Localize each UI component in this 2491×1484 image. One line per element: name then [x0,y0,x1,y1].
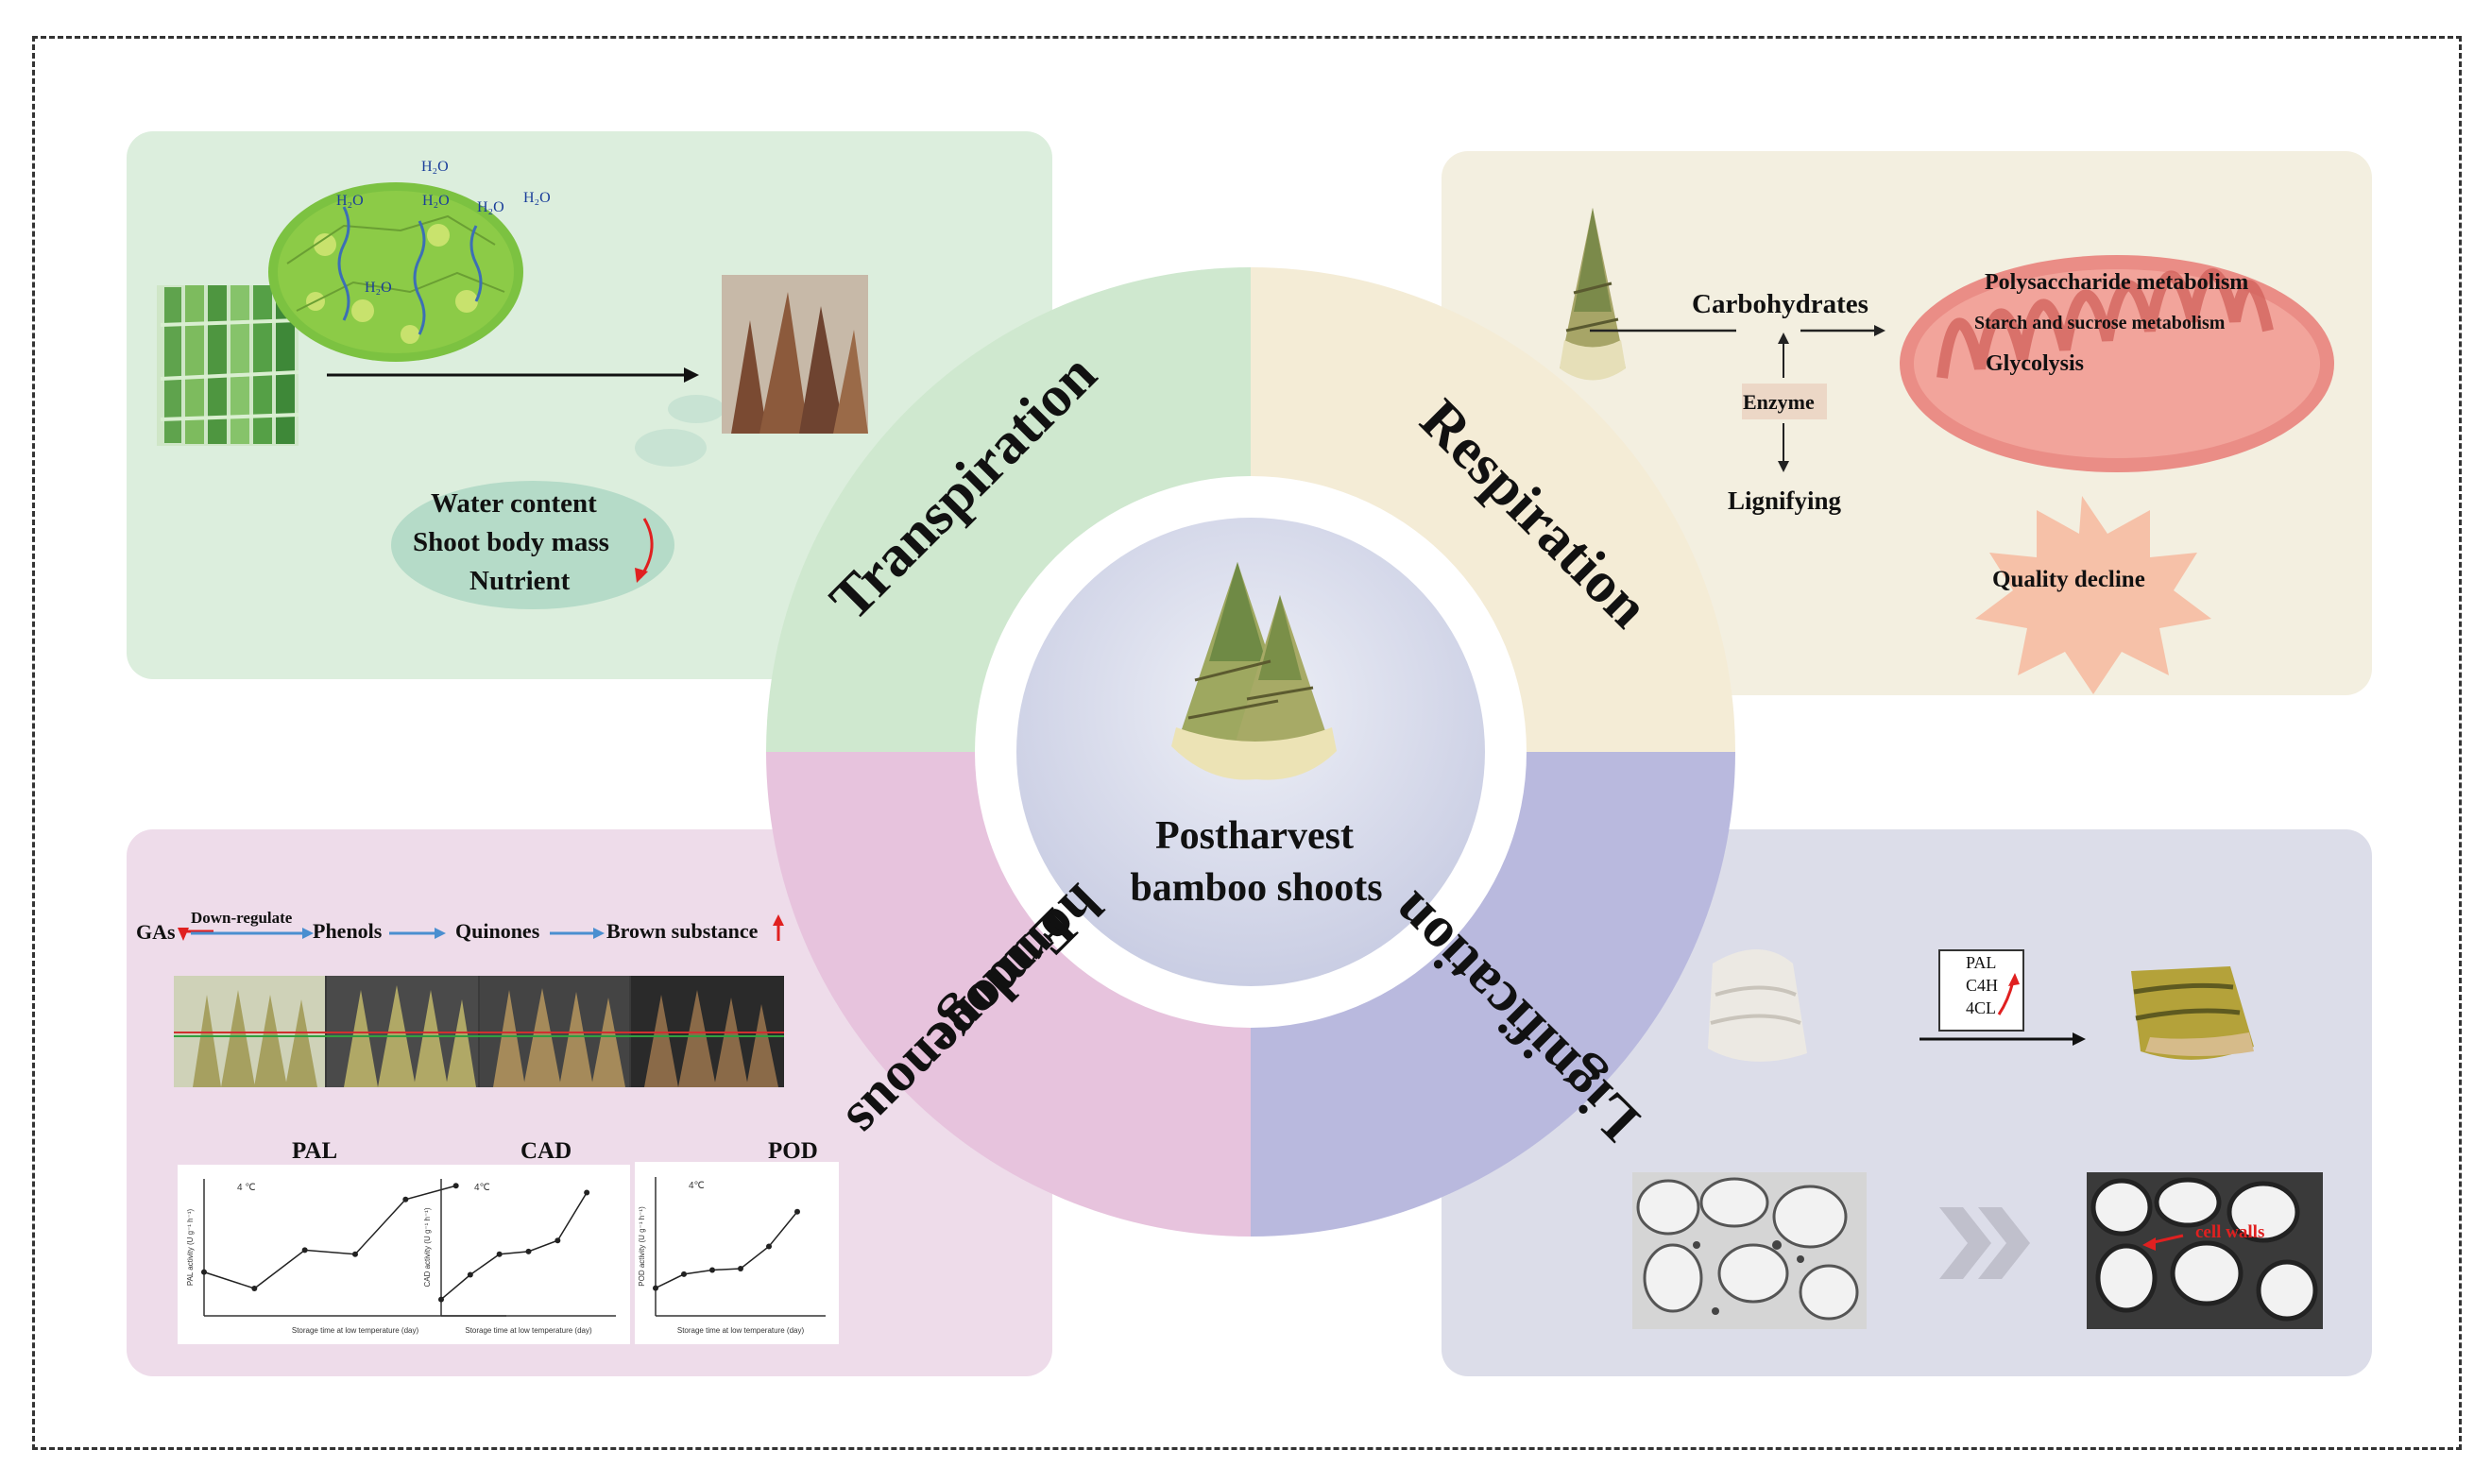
transpiration-illustration: H₂O H₂O H₂O H₂O H₂O H₂O [157,159,868,609]
chart-y-label: POD activity (U g⁻¹ h⁻¹) [638,1206,646,1287]
mitochondrion-image [1900,255,2334,472]
quality-decline-label: Quality decline [1992,567,2145,592]
dashed-frame [32,36,2462,1450]
chart-point [794,1208,800,1215]
chart-x-label: Storage time at low temperature (day) [677,1326,805,1335]
water-content-label: Water content [431,488,597,519]
h2o-label-5: H₂O [523,190,551,206]
chart-point [653,1285,658,1291]
chart-point [496,1251,503,1257]
chart-point [738,1266,743,1272]
micrograph-after-image [2087,1172,2323,1329]
pal-enzyme-label: PAL [1966,953,1997,972]
bamboo-stems-image [157,285,299,446]
chart-point [681,1271,687,1277]
carbohydrates-label: Carbohydrates [1692,289,1868,319]
quality-decline-burst [1975,496,2211,694]
enzyme-label: Enzyme [1743,390,1815,414]
h2o-label-3: H₂O [336,193,364,209]
chart-legend: 4℃ [474,1183,490,1193]
starch-label: Starch and sucrose metabolism [1974,313,2226,333]
chevron-icon [1939,1207,2030,1279]
chart-point [555,1237,561,1244]
center-bamboo-shoots-image [1171,562,1337,780]
transpiration-arrowhead [684,367,699,383]
chart-series-line [203,1185,456,1289]
bubble-small [668,395,725,423]
hormone-illustration: 4 ℃ Storage time at low temperature (day)… [174,914,839,1344]
pal-chart-title: PAL [292,1138,338,1164]
quinones-label: Quinones [455,919,540,943]
hormone-panel: 4 ℃ Storage time at low temperature (day)… [127,829,1052,1376]
pod-chart-bg [635,1162,839,1344]
nutrient-label: Nutrient [469,566,571,596]
chart-point [452,1183,459,1189]
lignified-shoot-section-image [2131,966,2254,1060]
cad-chart-title: CAD [520,1138,572,1164]
chart-legend: 4℃ [689,1181,705,1191]
bubble-medium [635,429,707,467]
lignification-illustration [1632,949,2323,1329]
h2o-label-2: H₂O [422,193,450,209]
cell-walls-label: cell walls [2195,1222,2265,1242]
chart-point [584,1189,590,1196]
cad-chart-bg [418,1165,630,1344]
chart-point [525,1248,532,1254]
glycolysis-label: Glycolysis [1986,351,2085,376]
enzyme-charts: 4 ℃ Storage time at low temperature (day)… [186,1177,826,1335]
gas-label: GAs [136,920,176,944]
chart-y-label: CAD activity (U g⁻¹ h⁻¹) [423,1207,432,1287]
center-title-line2: bamboo shoots [1130,866,1382,910]
h2o-label-6: H₂O [365,280,392,296]
bubble-large [391,481,674,609]
center-title-line1: Postharvest [1155,814,1354,858]
shrivelled-shoots-image [722,275,868,434]
h2o-label-1: H₂O [421,159,449,175]
fresh-shoot-section-image [1708,949,1807,1062]
lignifying-label: Lignifying [1728,486,1842,515]
leaf-cells-image: H₂O H₂O H₂O H₂O H₂O H₂O [268,159,551,362]
down-regulate-label: Down-regulate [191,909,293,927]
bamboo-shoot-image [1560,208,1626,381]
chart-point [201,1269,207,1275]
polysaccharide-label: Polysaccharide metabolism [1985,270,2249,295]
4cl-enzyme-label: 4CL [1966,998,1997,1017]
chart-y-label: PAL activity (U g⁻¹ h⁻¹) [186,1208,195,1286]
respiration-illustration [1560,208,2334,694]
phenols-label: Phenols [313,919,383,943]
chart-series-line [440,1192,588,1301]
shoot-body-mass-label: Shoot body mass [413,527,609,557]
chart-series-line [655,1211,798,1289]
chart-point [766,1243,772,1250]
chart-point [402,1196,409,1203]
enzyme-box [1742,384,1827,419]
chart-point [301,1247,308,1254]
c4h-enzyme-label: C4H [1966,976,1999,995]
chart-point [352,1251,358,1257]
pod-chart-title: POD [768,1138,818,1164]
chart-x-label: Storage time at low temperature (day) [465,1326,592,1335]
chart-x-label: Storage time at low temperature (day) [292,1326,419,1335]
chart-point [709,1267,715,1273]
h2o-label-4: H₂O [477,199,504,215]
chart-point [467,1271,473,1278]
shoots-photo-strip [174,976,784,1087]
chart-point [438,1296,444,1303]
brown-substance-label: Brown substance [606,919,759,943]
chart-legend: 4 ℃ [237,1183,256,1193]
micrograph-before-image [1632,1172,1867,1329]
chart-point [251,1286,258,1291]
